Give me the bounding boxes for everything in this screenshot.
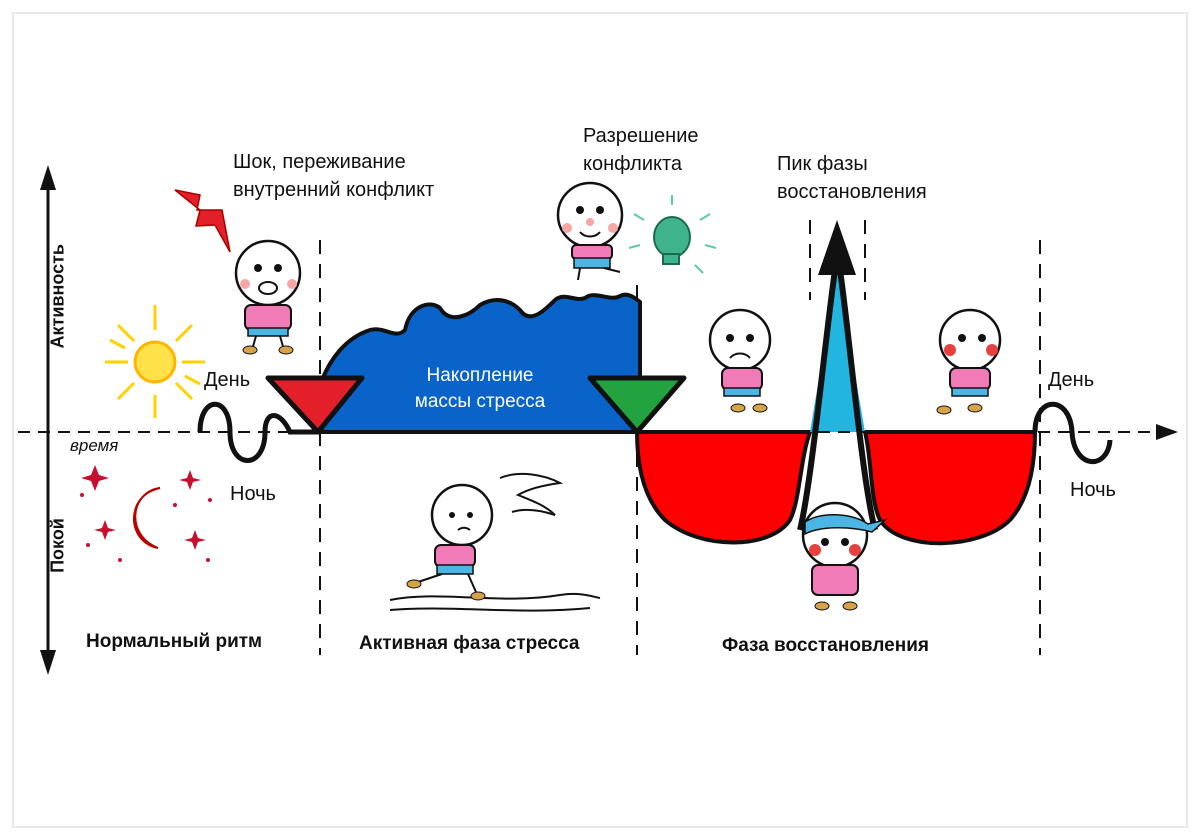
wind-scribble xyxy=(499,472,564,516)
phase-active-title: Активная фаза стресса xyxy=(359,633,580,654)
child-resolution xyxy=(556,181,624,281)
moon-icon xyxy=(132,487,161,549)
page-frame-left xyxy=(12,12,14,828)
child-recovering xyxy=(936,308,1002,415)
x-axis-time-label: время xyxy=(70,436,119,455)
child-running xyxy=(406,483,494,601)
lightning-icon xyxy=(174,189,231,253)
peak-arrowhead xyxy=(818,220,856,275)
phase-normal-title: Нормальный ритм xyxy=(86,631,263,652)
stress-accumulation-line1: Накопление xyxy=(426,365,534,386)
peak-annotation-line1: Пик фазы xyxy=(777,153,868,175)
shock-annotation-line2: внутренний конфликт xyxy=(233,179,435,201)
peak-annotation: Пик фазы восстановления xyxy=(777,150,927,206)
normal-rhythm-wave-right xyxy=(1032,401,1113,465)
stress-mass-area xyxy=(320,292,642,434)
ground-lines xyxy=(389,592,601,612)
recovery-peak xyxy=(810,270,865,432)
night-label-right: Ночь xyxy=(1070,479,1116,501)
day-label-right: День xyxy=(1048,369,1095,391)
page-frame-top xyxy=(12,12,1188,14)
day-label-left: День xyxy=(204,369,251,391)
resolution-annotation: Разрешение конфликта xyxy=(583,122,699,178)
sun-icon xyxy=(105,305,205,418)
page-frame-right xyxy=(1186,12,1188,828)
normal-rhythm-wave xyxy=(197,401,320,463)
resolution-annotation-line1: Разрешение xyxy=(583,125,699,147)
shock-triangle xyxy=(265,375,365,435)
time-axis xyxy=(18,424,1178,440)
recovery-peak-outline xyxy=(797,269,878,531)
y-axis-rest-label: Покой xyxy=(47,518,68,573)
lightbulb-icon xyxy=(628,195,717,274)
phase-recovery-title: Фаза восстановления xyxy=(722,635,929,656)
page-frame-bottom xyxy=(12,826,1188,828)
stars-icon xyxy=(80,465,212,562)
child-sick xyxy=(801,501,888,611)
child-sad xyxy=(708,308,772,413)
night-label-left: Ночь xyxy=(230,483,276,505)
resolution-triangle xyxy=(587,375,687,435)
recovery-bowl-right xyxy=(862,430,1038,546)
shock-annotation-line1: Шок, переживание xyxy=(233,151,406,173)
peak-annotation-line2: восстановления xyxy=(777,181,927,203)
y-axis-activity-label: Активность xyxy=(47,244,68,349)
resolution-annotation-line2: конфликта xyxy=(583,153,683,175)
child-shock xyxy=(234,239,302,355)
shock-annotation: Шок, переживание внутренний конфликт xyxy=(233,148,434,204)
stress-accumulation-line2: массы стресса xyxy=(414,391,546,412)
recovery-bowl-left xyxy=(634,430,813,545)
stress-accumulation-label: Накопление массы стресса xyxy=(395,363,565,415)
vertical-axis xyxy=(40,165,56,675)
